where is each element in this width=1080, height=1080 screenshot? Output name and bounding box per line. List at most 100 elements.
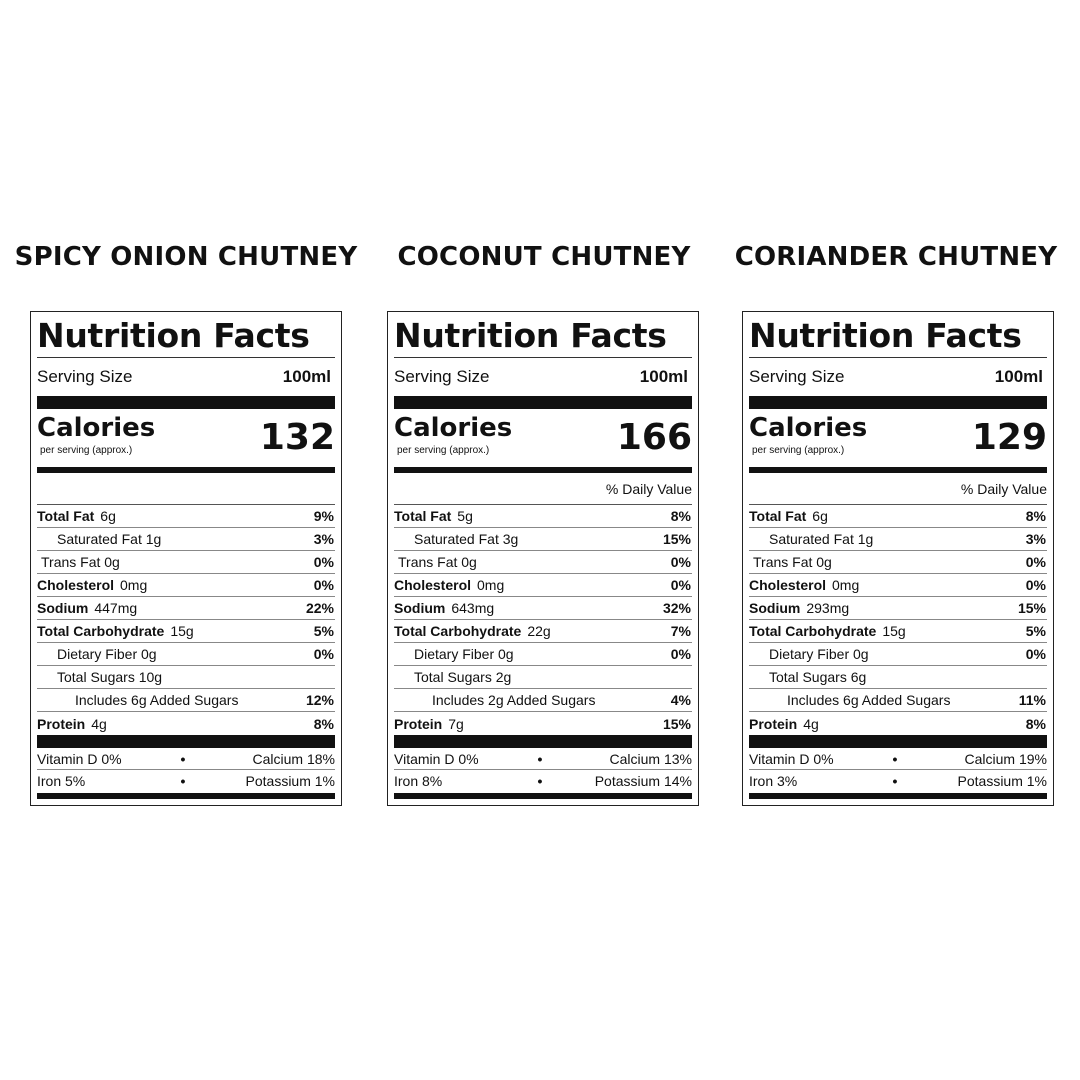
total-fat-label: Total Fat [394, 508, 452, 524]
product-panel-coriander: CORIANDER CHUTNEY Nutrition Facts Servin… [716, 236, 1076, 806]
dietary-fiber-text: Dietary Fiber 0g [769, 646, 869, 662]
cholesterol-label: Cholesterol [749, 577, 827, 593]
cholesterol-amount: 0mg [477, 577, 505, 593]
dietary-fiber-text: Dietary Fiber 0g [414, 646, 514, 662]
total-sugars-text: Total Sugars 2g [414, 669, 512, 685]
protein-row: Protein 4g 8% [749, 712, 1047, 735]
added-sugars-percent: 4% [670, 692, 691, 708]
total-sugars-row: Total Sugars 2g [394, 666, 692, 689]
iron-text: Iron 5% [37, 773, 86, 789]
protein-label: Protein [749, 715, 798, 732]
cholesterol-row: Cholesterol 0mg 0% [394, 574, 692, 597]
saturated-fat-text: Saturated Fat 1g [57, 531, 162, 547]
serving-size-value: 100ml [282, 367, 331, 386]
saturated-fat-percent: 15% [662, 531, 691, 547]
cholesterol-percent: 0% [313, 577, 334, 593]
cholesterol-percent: 0% [670, 577, 691, 593]
trans-fat-text: Trans Fat 0g [398, 554, 477, 570]
total-fat-amount: 6g [100, 508, 116, 524]
nutrition-facts-title: Nutrition Facts [749, 317, 1047, 358]
dietary-fiber-percent: 0% [313, 646, 334, 662]
calories-subtext: per serving (approx.) [397, 445, 490, 456]
carbohydrate-label: Total Carbohydrate [749, 623, 877, 639]
calories-label: Calories [394, 413, 513, 443]
medium-divider [749, 467, 1047, 473]
carbohydrate-percent: 5% [313, 623, 334, 639]
bottom-divider [749, 793, 1047, 799]
nutrition-facts-title: Nutrition Facts [394, 317, 692, 358]
product-name: CORIANDER CHUTNEY [734, 242, 1058, 272]
daily-value-header: % Daily Value [394, 473, 692, 505]
calories-value: 129 [971, 417, 1047, 458]
bottom-divider [394, 793, 692, 799]
serving-size-row: Serving Size 100ml [749, 358, 1047, 396]
daily-value-header [37, 473, 335, 505]
total-fat-row: Total Fat 6g 9% [37, 505, 335, 528]
protein-label: Protein [37, 715, 86, 732]
trans-fat-percent: 0% [1025, 554, 1046, 570]
serving-size-label: Serving Size [749, 367, 845, 386]
bullet-separator: • [180, 773, 186, 789]
bullet-separator: • [537, 750, 543, 767]
carbohydrate-label: Total Carbohydrate [37, 623, 165, 639]
cholesterol-label: Cholesterol [394, 577, 472, 593]
calories-label: Calories [37, 413, 156, 443]
saturated-fat-row: Saturated Fat 1g 3% [749, 528, 1047, 551]
thick-divider [394, 735, 692, 748]
calories-subtext: per serving (approx.) [40, 445, 133, 456]
sodium-amount: 447mg [94, 600, 138, 616]
vitamin-row-1: Vitamin D 0% • Calcium 19% [749, 748, 1047, 770]
dietary-fiber-text: Dietary Fiber 0g [57, 646, 157, 662]
added-sugars-row: Includes 2g Added Sugars 4% [394, 689, 692, 712]
serving-size-row: Serving Size 100ml [37, 358, 335, 396]
total-sugars-text: Total Sugars 6g [769, 669, 867, 685]
nutrition-label: Nutrition Facts Serving Size 100ml Calor… [387, 311, 699, 806]
sodium-amount: 293mg [806, 600, 850, 616]
sodium-percent: 22% [305, 600, 334, 616]
total-fat-percent: 9% [313, 508, 334, 524]
saturated-fat-row: Saturated Fat 3g 15% [394, 528, 692, 551]
protein-percent: 8% [1025, 715, 1046, 732]
bullet-separator: • [892, 773, 898, 789]
trans-fat-row: Trans Fat 0g 0% [394, 551, 692, 574]
saturated-fat-percent: 3% [1025, 531, 1046, 547]
sodium-amount: 643mg [451, 600, 495, 616]
product-panel-coconut: COCONUT CHUTNEY Nutrition Facts Serving … [364, 236, 724, 806]
sodium-label: Sodium [749, 600, 801, 616]
calories-value: 166 [616, 417, 692, 458]
dietary-fiber-row: Dietary Fiber 0g 0% [37, 643, 335, 666]
vitamin-d-text: Vitamin D 0% [749, 750, 834, 767]
cholesterol-label: Cholesterol [37, 577, 115, 593]
calories-value: 132 [259, 417, 335, 458]
dietary-fiber-percent: 0% [670, 646, 691, 662]
total-fat-label: Total Fat [37, 508, 95, 524]
bottom-divider [37, 793, 335, 799]
thick-divider [37, 396, 335, 409]
medium-divider [394, 467, 692, 473]
thick-divider [749, 735, 1047, 748]
serving-size-label: Serving Size [394, 367, 490, 386]
serving-size-label: Serving Size [37, 367, 133, 386]
bullet-separator: • [892, 750, 898, 767]
saturated-fat-text: Saturated Fat 3g [414, 531, 519, 547]
serving-size-row: Serving Size 100ml [394, 358, 692, 396]
total-fat-label: Total Fat [749, 508, 807, 524]
protein-amount: 4g [803, 715, 819, 732]
sodium-label: Sodium [394, 600, 446, 616]
total-fat-amount: 6g [812, 508, 828, 524]
dietary-fiber-row: Dietary Fiber 0g 0% [749, 643, 1047, 666]
total-sugars-row: Total Sugars 6g [749, 666, 1047, 689]
thick-divider [394, 396, 692, 409]
bullet-separator: • [180, 750, 186, 767]
